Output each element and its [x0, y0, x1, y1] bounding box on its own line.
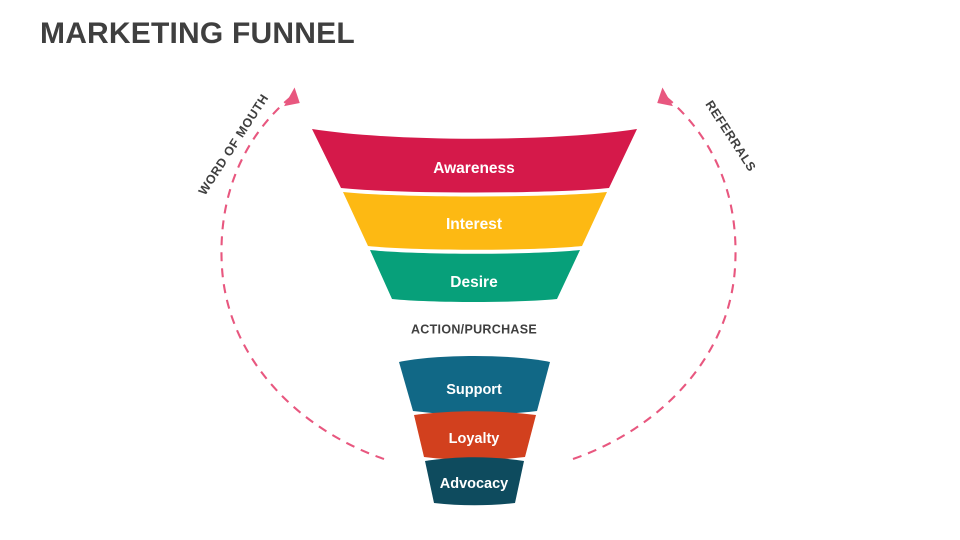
- support-shape[interactable]: [399, 356, 550, 415]
- funnel-segment-interest[interactable]: Interest: [343, 192, 607, 250]
- funnel-segment-advocacy[interactable]: Advocacy: [425, 457, 524, 506]
- loyalty-shape[interactable]: [414, 411, 536, 460]
- referrals-arrowhead: [657, 87, 673, 107]
- funnel-segment-awareness[interactable]: Awareness: [312, 129, 637, 193]
- referrals-label: REFERRALS: [702, 98, 758, 174]
- interest-label: Interest: [446, 216, 502, 233]
- interest-shape[interactable]: [343, 192, 607, 250]
- advocacy-label: Advocacy: [440, 476, 509, 492]
- advocacy-shape[interactable]: [425, 457, 524, 506]
- desire-label: Desire: [450, 274, 498, 291]
- desire-shape[interactable]: [370, 250, 580, 302]
- funnel-segment-desire[interactable]: Desire: [370, 250, 580, 302]
- action-purchase-label: ACTION/PURCHASE: [411, 322, 537, 336]
- awareness-label: Awareness: [433, 160, 515, 177]
- page-title: MARKETING FUNNEL: [40, 17, 355, 50]
- awareness-shape[interactable]: [312, 129, 637, 193]
- support-label: Support: [446, 382, 502, 398]
- funnel-segment-loyalty[interactable]: Loyalty: [414, 411, 536, 460]
- loyalty-label: Loyalty: [449, 431, 500, 447]
- word-of-mouth-arrowhead: [284, 87, 300, 107]
- funnel-segment-support[interactable]: Support: [399, 356, 550, 415]
